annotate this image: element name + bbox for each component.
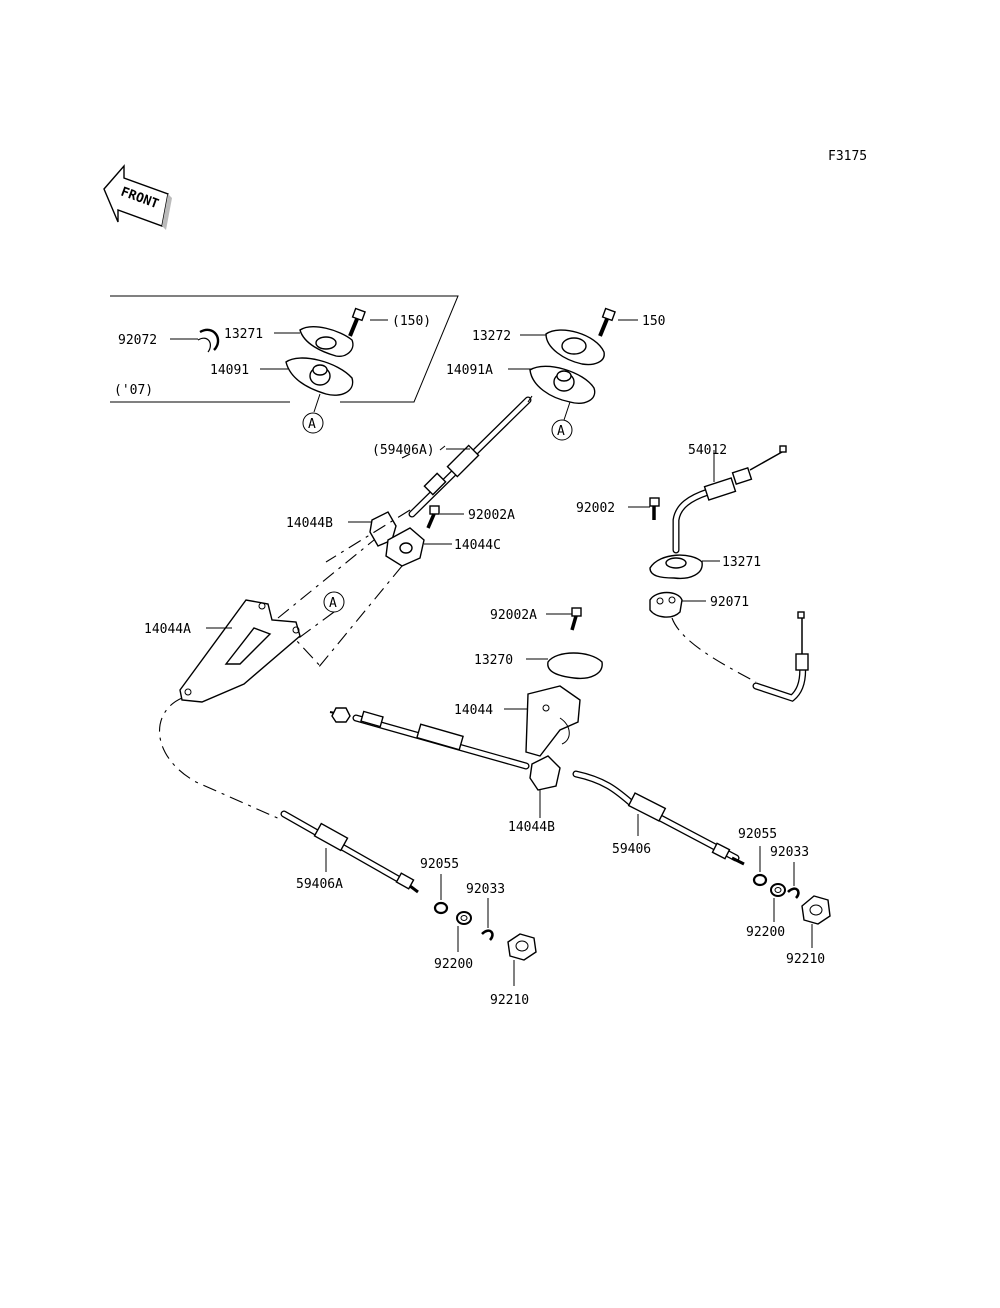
label-92071: 92071 [710, 595, 749, 610]
label-14044A: 14044A [144, 622, 191, 637]
label-13270: 13270 [474, 653, 513, 668]
figure-code: F3175 [828, 149, 867, 164]
label-14091: 14091 [210, 363, 249, 378]
label-13271: 13271 [722, 555, 761, 570]
label-92002A-mid: 92002A [490, 608, 537, 623]
cable-59406A-lower [280, 810, 419, 894]
washer-92200-right [770, 883, 786, 897]
label-92200-left: 92200 [434, 957, 473, 972]
label-14044: 14044 [454, 703, 493, 718]
inset-holder-14091 [285, 357, 354, 396]
label-14044B-top: 14044B [286, 516, 333, 531]
svg-text:A: A [557, 424, 565, 439]
label-92055-right: 92055 [738, 827, 777, 842]
label-13272: 13272 [472, 329, 511, 344]
lockwasher-92033-right [787, 887, 800, 899]
nut-92210-left [507, 933, 537, 961]
bolt-92002A-upper [426, 505, 440, 529]
label-92033-right: 92033 [770, 845, 809, 860]
label-59406A-bottom: 59406A [296, 877, 343, 892]
ref-circle-a-1: A [302, 412, 324, 434]
label-92210-left: 92210 [490, 993, 529, 1008]
inset-clip-92072 [197, 328, 220, 353]
plug-92071 [649, 591, 683, 618]
bracket-14044B-mid [529, 755, 561, 791]
label-92072: 92072 [118, 333, 157, 348]
label-92033-left: 92033 [466, 882, 505, 897]
inset-box [110, 295, 459, 403]
label-59406A-top: (59406A) [372, 443, 435, 458]
bracket-14044A [179, 599, 301, 703]
plate-13270 [547, 652, 603, 680]
front-arrow-icon: FRONT [103, 164, 172, 230]
gasket-13271 [649, 554, 703, 580]
washer-92200-left [456, 911, 472, 925]
ref-circle-a-2: A [551, 419, 573, 441]
cable-54012 [672, 445, 787, 554]
label-92002: 92002 [576, 501, 615, 516]
svg-text:A: A [329, 596, 337, 611]
label-92200-right: 92200 [746, 925, 785, 940]
label-92055-left: 92055 [420, 857, 459, 872]
oring-92055-left [433, 901, 449, 915]
label-92002A-top: 92002A [468, 508, 515, 523]
lockwasher-92033-left [481, 929, 494, 941]
bolt-150 [598, 307, 616, 337]
label-14044C: 14044C [454, 538, 501, 553]
inset-bolt-150 [348, 307, 366, 337]
cable-59406A-upper [408, 396, 532, 518]
label-14091A: 14091A [446, 363, 493, 378]
holder-14091A [529, 365, 596, 404]
label-13271-inset: 13271 [224, 327, 263, 342]
gasket-13272 [545, 329, 605, 366]
cable-54012-end [752, 611, 809, 702]
cable-59406 [329, 707, 745, 866]
label-54012: 54012 [688, 443, 727, 458]
oring-92055-right [752, 873, 768, 887]
bolt-92002 [649, 497, 660, 520]
label-150: 150 [642, 314, 665, 329]
bracket-14044C [385, 527, 425, 567]
label-59406: 59406 [612, 842, 651, 857]
nut-92210-right [801, 895, 831, 925]
svg-text:A: A [308, 417, 316, 432]
bracket-14044 [525, 685, 581, 757]
label-150-inset: (150) [392, 314, 431, 329]
bolt-92002A-mid [570, 607, 582, 631]
label-92210-right: 92210 [786, 952, 825, 967]
ref-circle-a-3: A [323, 591, 345, 613]
label-14044B-mid: 14044B [508, 820, 555, 835]
inset-note: ('07) [114, 383, 153, 398]
inset-gasket-13271 [299, 326, 354, 357]
